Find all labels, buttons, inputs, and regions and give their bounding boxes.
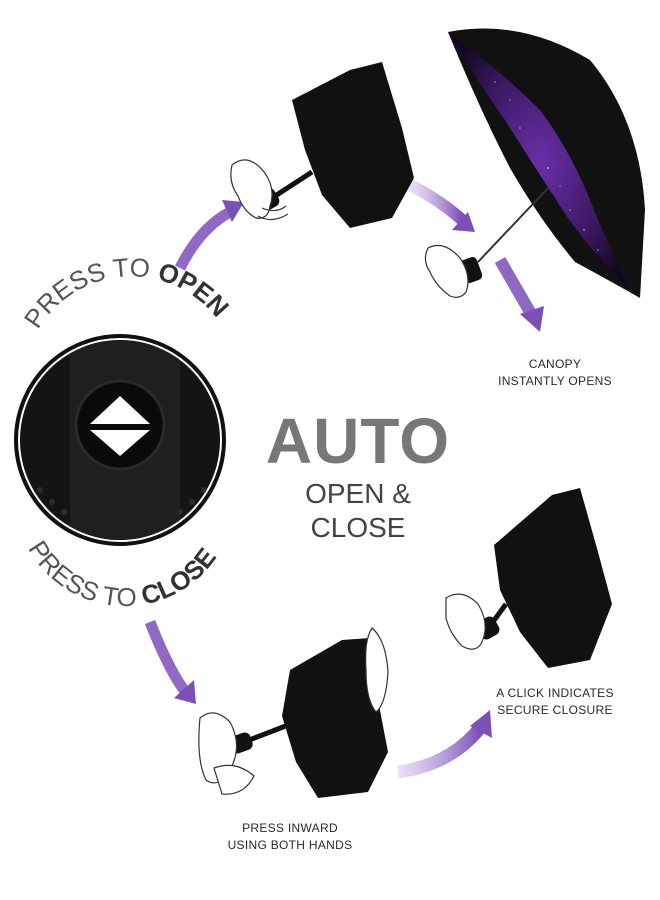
arrow-to-closed (397, 710, 492, 779)
caption-line: USING BOTH HANDS (227, 838, 353, 852)
press-to-open-label: PRESS TO OPEN (18, 252, 235, 333)
hand (198, 712, 255, 795)
press-to-close-label: PRESS TO CLOSE (23, 535, 222, 612)
caption-canopy: CANOPY INSTANTLY OPENS (480, 356, 630, 390)
headline: AUTO OPEN & CLOSE (258, 405, 458, 545)
hand (365, 627, 389, 713)
open-umbrella (424, 28, 645, 298)
caption-click: A CLICK INDICATES SECURE CLOSURE (485, 685, 625, 719)
arrow-press-close (144, 619, 196, 704)
arrow-to-folded (175, 200, 244, 271)
diamond-button-icon (90, 396, 150, 456)
hand (445, 593, 486, 650)
caption-line: A CLICK INDICATES (496, 686, 614, 700)
closing-umbrella (198, 627, 389, 798)
caption-press: PRESS INWARD USING BOTH HANDS (215, 820, 365, 854)
closed-umbrella (445, 488, 612, 668)
caption-line: CANOPY (528, 357, 582, 371)
arrow-down-canopy (494, 257, 544, 332)
headline-open-close: OPEN & CLOSE (305, 478, 411, 543)
caption-line: PRESS INWARD (242, 821, 338, 835)
button-closeup (14, 334, 226, 546)
headline-auto: AUTO (265, 405, 451, 477)
folded-umbrella-top (230, 62, 414, 228)
hand (230, 159, 289, 221)
arrow-to-open (407, 179, 475, 232)
caption-line: INSTANTLY OPENS (498, 374, 612, 388)
hand (424, 245, 469, 298)
caption-line: SECURE CLOSURE (497, 703, 613, 717)
